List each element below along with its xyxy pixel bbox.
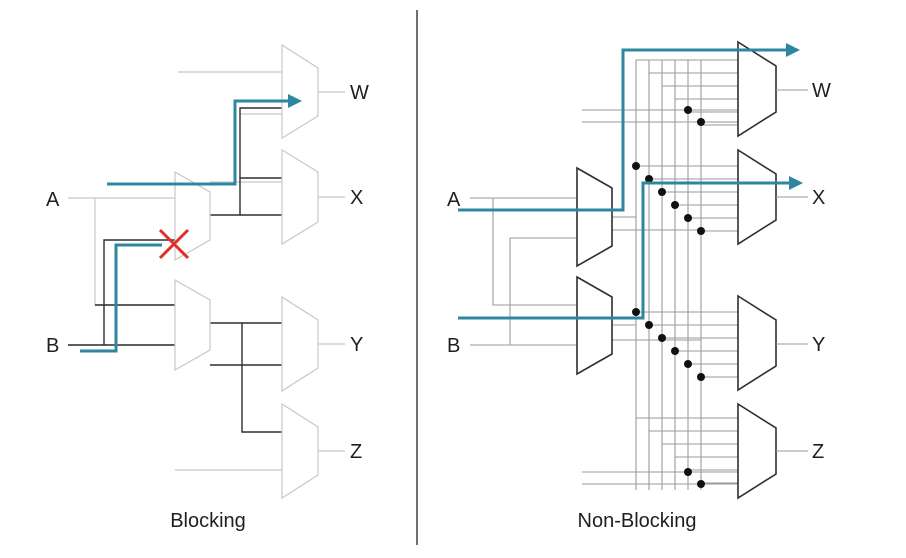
mux-x [281,148,319,246]
mux-w [281,43,319,140]
blocking-labels: A B W X Y Z Blocking [46,82,369,532]
non-blocking-input-wires [470,197,577,346]
nb-mux-x [737,148,777,246]
mux-y [281,295,319,393]
junction-dot [645,175,653,183]
path-b-blocked [80,243,162,353]
blocking-panel: A B W X Y Z Blocking [46,43,369,532]
blocking-output-z: Z [350,441,362,463]
non-blocking-grid [582,59,738,490]
junction-dot [684,214,692,222]
path-a-to-w [107,99,290,186]
nb-input-b: B [447,335,460,357]
nb-output-y: Y [812,334,825,356]
nb-mux-y [737,294,777,392]
mux-stage1-b [174,278,211,372]
junction-dot [684,468,692,476]
nb-path-b-to-x [458,181,790,320]
junction-dot [632,162,640,170]
nb-arrow-head-w [786,43,800,57]
blocking-output-x: X [350,187,363,209]
blocking-caption: Blocking [170,510,246,532]
junction-dot [697,373,705,381]
nb-mux-stage1-a [576,166,613,268]
junction-dot [697,118,705,126]
nb-output-x: X [812,187,825,209]
blocking-output-y: Y [350,334,363,356]
blocking-paths [80,94,302,353]
blocking-wires [68,71,345,471]
non-blocking-paths [458,43,803,320]
junction-dot [671,201,679,209]
blocking-muxes [174,43,319,500]
nb-path-a-to-w [458,48,788,212]
blocking-output-w: W [350,82,369,104]
nb-mux-w [737,40,777,138]
blocking-dark-wires [68,107,282,433]
mux-z [281,402,319,500]
nb-input-a: A [447,189,461,211]
junction-dot [645,321,653,329]
junction-dot [632,308,640,316]
junction-dot [658,334,666,342]
nb-mux-stage1-b [576,275,613,376]
junction-dot [658,188,666,196]
non-blocking-caption: Non-Blocking [578,510,697,532]
blocked-x-icon [158,228,190,260]
junction-dot [671,347,679,355]
junction-dot [697,480,705,488]
arrow-head-w [288,94,302,108]
nb-output-w: W [812,80,831,102]
non-blocking-panel: A B W X Y Z Non-Blocking [447,40,831,532]
nb-output-z: Z [812,441,824,463]
nb-mux-z [737,402,777,500]
nb-arrow-head-x [789,176,803,190]
junction-dot [697,227,705,235]
non-blocking-labels: A B W X Y Z Non-Blocking [447,80,831,532]
blocking-input-a: A [46,189,60,211]
junction-dot [684,106,692,114]
non-blocking-output-wires [776,89,808,452]
blocking-input-b: B [46,335,59,357]
junction-dot [684,360,692,368]
